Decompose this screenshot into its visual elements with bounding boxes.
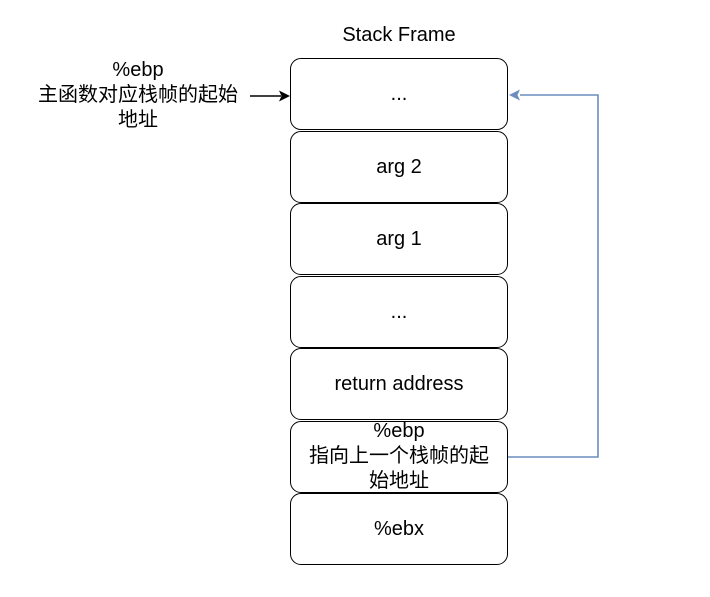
stack-slot-label: %ebp 指向上一个栈帧的起 始地址 xyxy=(309,419,489,492)
stack-slot-label: ... xyxy=(390,300,408,323)
stack-slot-top-ellipsis: ... xyxy=(290,58,508,130)
diagram-title: Stack Frame xyxy=(342,24,456,46)
stack-slot-ebx: %ebx xyxy=(290,493,508,565)
stack-slot-return-address: return address xyxy=(290,348,508,420)
stack-slot-saved-ebp: %ebp 指向上一个栈帧的起 始地址 xyxy=(290,419,508,493)
stack-slot-middle-ellipsis: ... xyxy=(290,276,508,348)
stack-slot-arg-1: arg 1 xyxy=(290,203,508,275)
stack-slot-arg-2: arg 2 xyxy=(290,131,508,203)
main-frame-ebp-note: %ebp 主函数对应栈帧的起始 地址 xyxy=(38,59,238,131)
stack-slot-label: return address xyxy=(334,372,464,395)
saved-ebp-link-arrow xyxy=(508,89,599,458)
stack-slot-label: %ebx xyxy=(373,517,425,540)
stack-slot-label: arg 2 xyxy=(376,155,422,178)
stack-slot-label: arg 1 xyxy=(376,227,422,250)
ebp-pointer-arrow xyxy=(250,90,290,102)
stack-slot-label: ... xyxy=(390,82,408,105)
